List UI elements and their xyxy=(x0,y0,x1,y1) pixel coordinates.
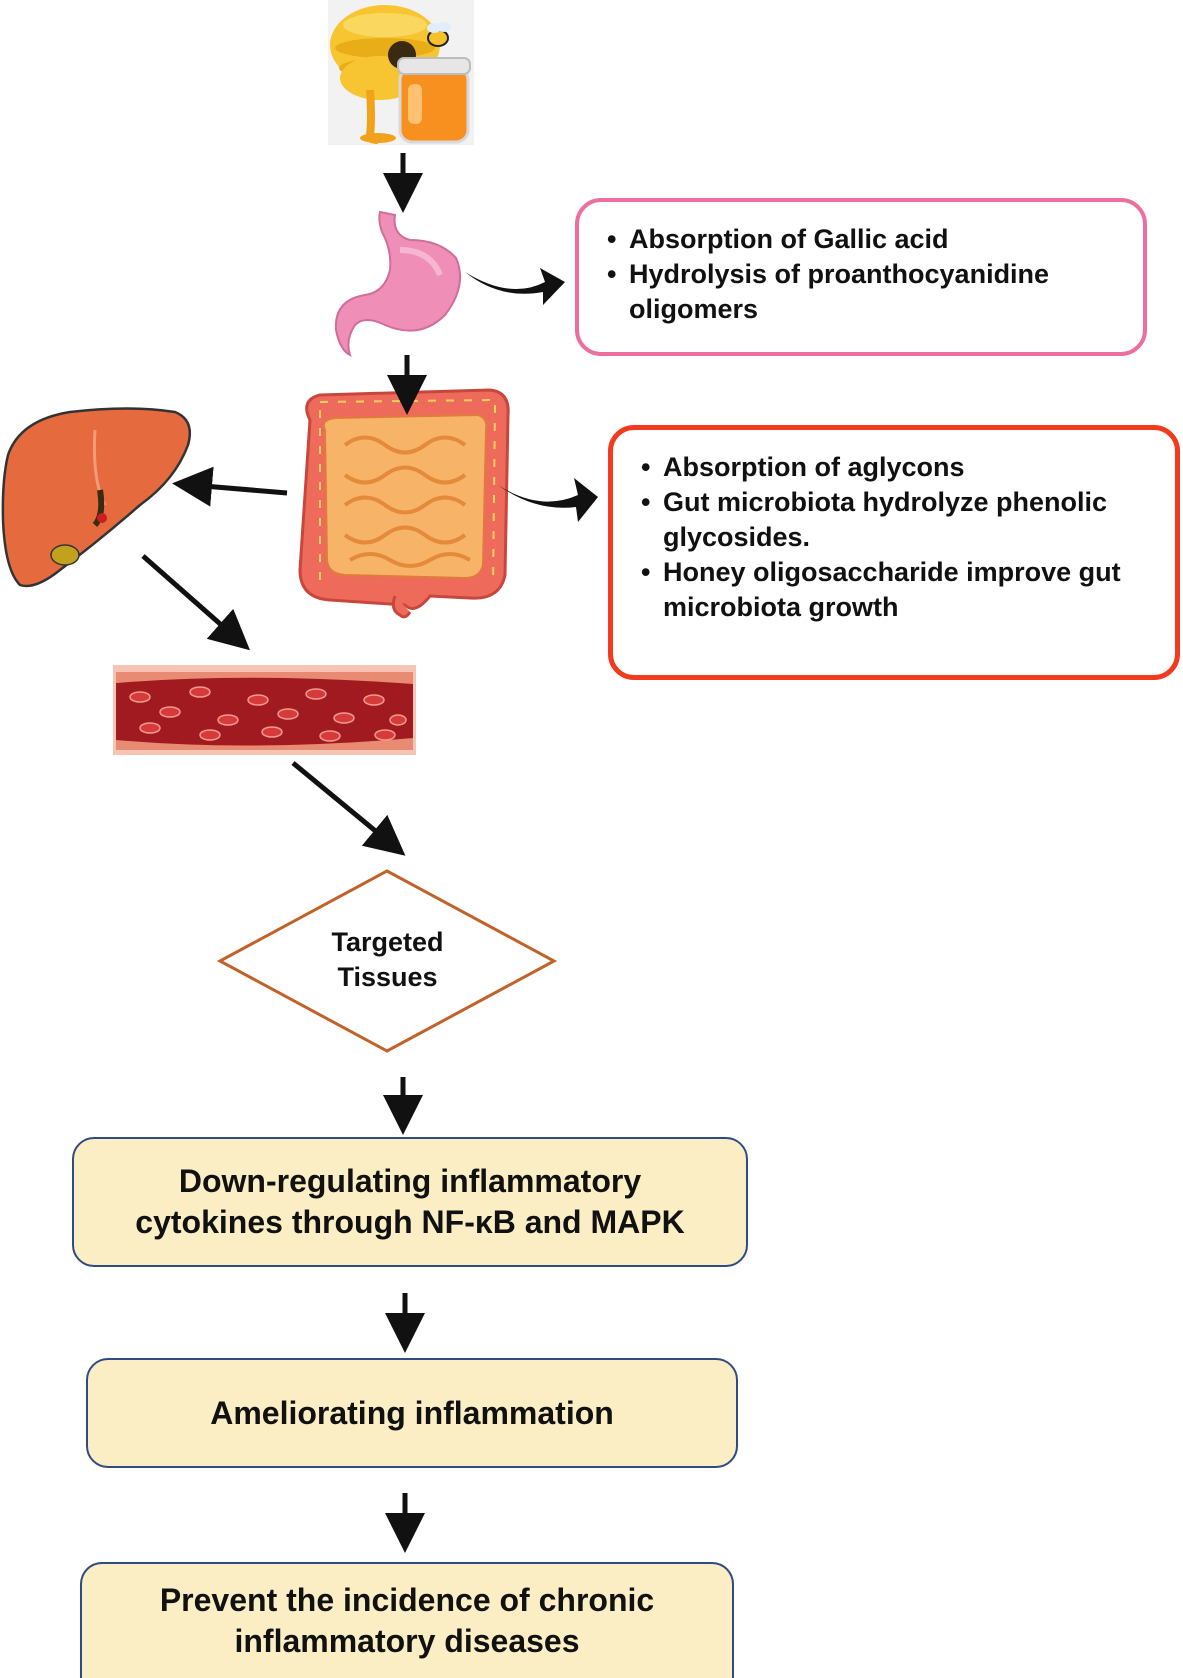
flow-arrows xyxy=(141,153,427,1553)
step-prevent: Prevent the incidence of chronic inflamm… xyxy=(80,1562,734,1678)
list-item: Absorption of Gallic acid xyxy=(607,222,1115,257)
list-item: Gut microbiota hydrolyze phenolic glycos… xyxy=(641,485,1147,555)
liver-icon xyxy=(1,407,192,588)
stomach-icon xyxy=(334,210,462,357)
step-line: Down-regulating inflammatory xyxy=(178,1163,642,1199)
step-line: cytokines through NF-κB and MAPK xyxy=(135,1204,685,1240)
arrow-stomach-to-box xyxy=(465,268,565,305)
list-item: Hydrolysis of proanthocyanidine oligomer… xyxy=(607,257,1115,327)
arrow-intestine-to-box xyxy=(498,478,598,522)
intestine-info-box: Absorption of aglycons Gut microbiota hy… xyxy=(608,425,1180,680)
step-line: inflammatory diseases xyxy=(234,1623,580,1659)
arrow-vessel-to-tissues xyxy=(291,761,406,856)
step-line: Ameliorating inflammation xyxy=(210,1394,614,1431)
step-downregulating: Down-regulating inflammatory cytokines t… xyxy=(72,1137,748,1267)
targeted-tissues-diamond xyxy=(216,869,558,1053)
stomach-info-box: Absorption of Gallic acid Hydrolysis of … xyxy=(575,198,1147,356)
honey-beehive-icon xyxy=(328,0,474,145)
arrow-intestine-to-liver xyxy=(172,466,288,507)
list-item: Absorption of aglycons xyxy=(641,450,1147,485)
diamond-line: Targeted xyxy=(331,927,444,957)
intestine-icon xyxy=(298,388,510,619)
diamond-line: Tissues xyxy=(337,962,438,992)
step-line: Prevent the incidence of chronic xyxy=(159,1582,655,1618)
list-item: Honey oligosaccharide improve gut microb… xyxy=(641,555,1147,625)
arrow-liver-to-vessel xyxy=(141,554,251,651)
blood-vessel-icon xyxy=(113,665,416,755)
step-ameliorating: Ameliorating inflammation xyxy=(86,1358,738,1468)
targeted-tissues-label: Targeted Tissues xyxy=(300,925,475,995)
